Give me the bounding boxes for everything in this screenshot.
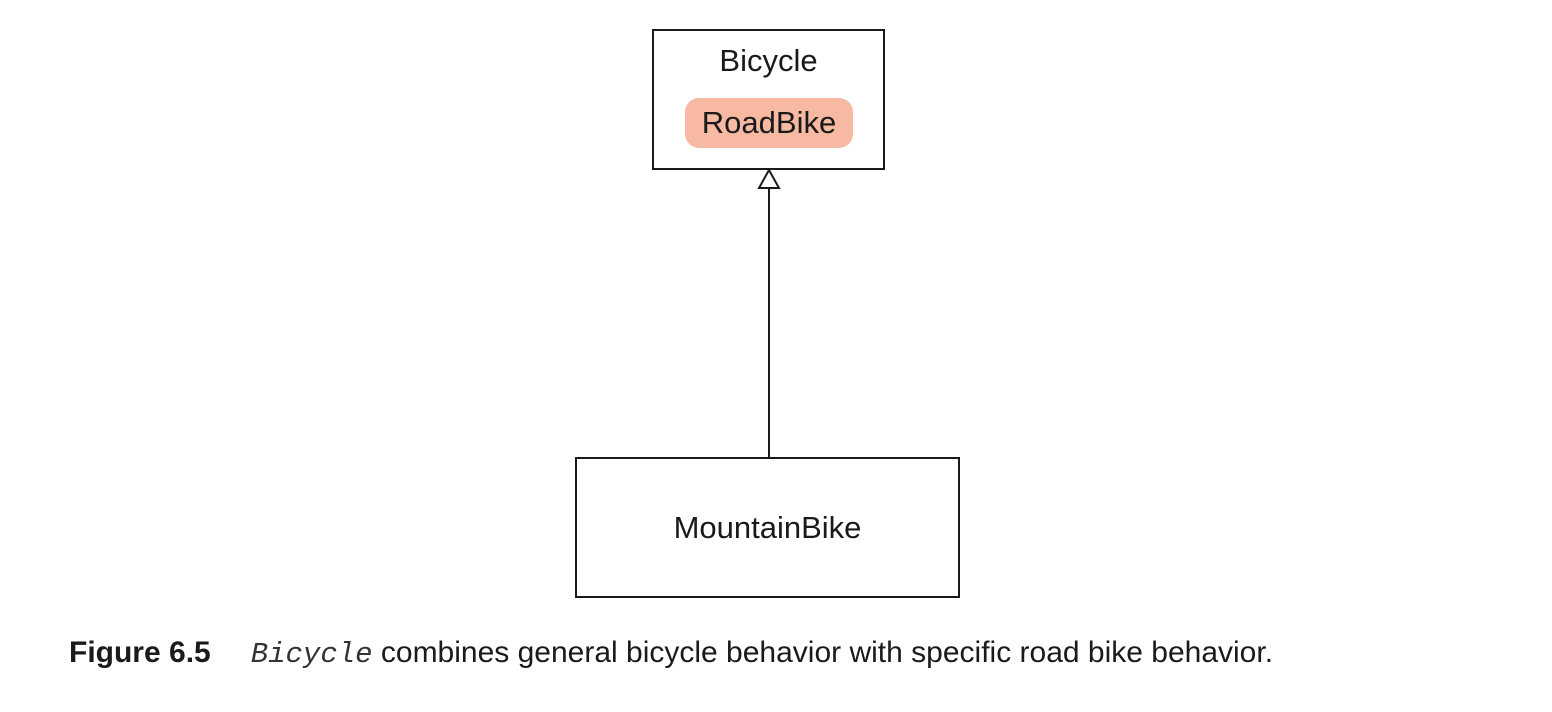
caption-text: combines general bicycle behavior with s… [372, 636, 1274, 669]
figure-caption: Figure 6.5 Bicycle combines general bicyc… [69, 634, 1273, 674]
bicycle-class-name: Bicycle [719, 43, 818, 78]
caption-code: Bicycle [250, 638, 373, 671]
inheritance-arrowhead [757, 167, 781, 189]
caption-label: Figure 6.5 [69, 636, 211, 669]
roadbike-highlight: RoadBike [685, 98, 853, 148]
bicycle-class-box: Bicycle RoadBike [652, 29, 885, 170]
mountainbike-class-name: MountainBike [673, 510, 862, 545]
mountainbike-class-box: MountainBike [575, 457, 960, 598]
